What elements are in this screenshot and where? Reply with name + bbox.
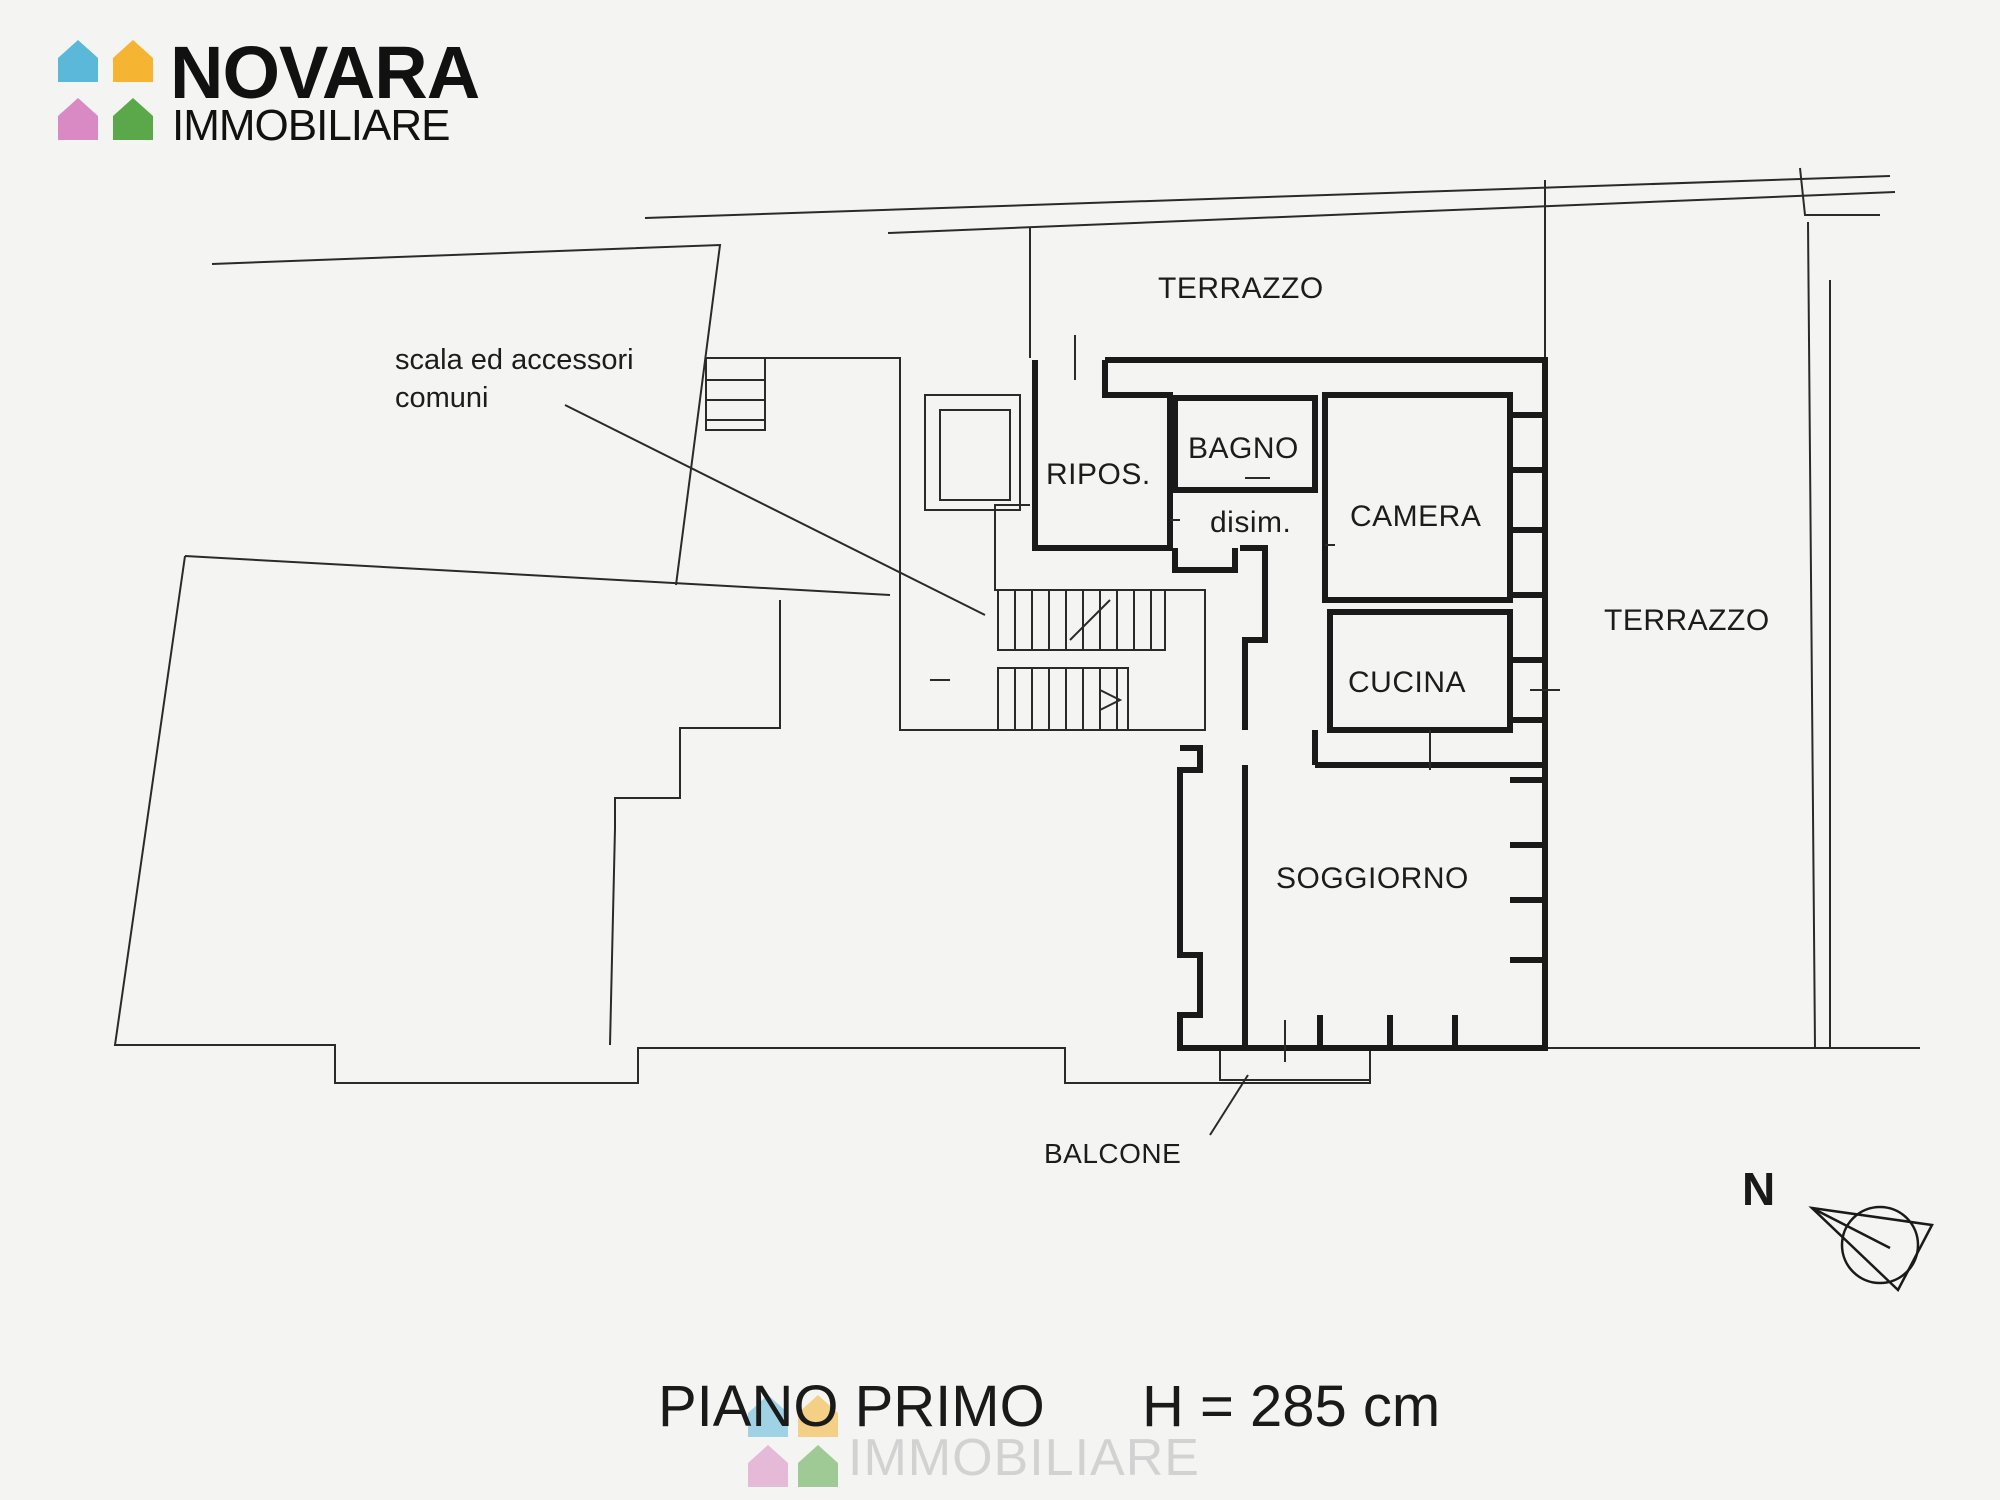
common-note-line1: scala ed accessori <box>395 344 634 376</box>
cucina-wall <box>1327 609 1513 733</box>
room-label-camera: CAMERA <box>1350 500 1482 533</box>
camera-wall <box>1322 392 1513 603</box>
common-stair-outline <box>706 357 1206 731</box>
common-note-leader <box>564 404 986 616</box>
balcone-leader <box>1209 1074 1249 1136</box>
room-label-soggiorno: SOGGIORNO <box>1276 862 1469 895</box>
neighbour-block-left <box>113 243 1371 1084</box>
watermark-house-green-icon <box>798 1445 838 1487</box>
logo-house-yellow-icon <box>113 40 153 82</box>
ripostiglio-wall <box>1032 360 1173 551</box>
outer-boundary-top-2 <box>887 191 1896 234</box>
watermark-logo-mark <box>748 1395 838 1487</box>
watermark-text: IMMOBILIARE <box>848 1429 1200 1487</box>
watermark-house-yellow-icon <box>798 1395 838 1437</box>
room-label-disimpegno: disim. <box>1210 506 1292 539</box>
windows-right <box>1510 412 1545 963</box>
room-label-ripostiglio: RIPOS. <box>1046 458 1151 491</box>
balcone-outline <box>1219 1048 1371 1081</box>
stair-treads-lower <box>997 667 1129 731</box>
door-ticks <box>930 335 1560 1062</box>
north-label: N <box>1742 1163 1776 1215</box>
outer-boundary-top <box>644 175 1891 219</box>
apartment-outer-wall <box>1105 357 1548 1051</box>
watermark-house-pink-icon <box>748 1445 788 1487</box>
room-label-bagno: BAGNO <box>1188 432 1299 465</box>
logo-house-pink-icon <box>58 98 98 140</box>
common-note-line2: comuni <box>395 382 489 414</box>
room-label-balcone: BALCONE <box>1044 1138 1182 1169</box>
stair-treads-upper <box>997 589 1166 651</box>
stair-arrow <box>1069 599 1123 711</box>
stair-left <box>705 358 766 431</box>
brand-logo-mark <box>58 40 153 140</box>
windows-bottom <box>1317 1015 1458 1048</box>
room-label-cucina: CUCINA <box>1348 666 1467 699</box>
north-arrow-icon <box>1808 1205 1934 1293</box>
room-label-terrazzo-top: TERRAZZO <box>1158 272 1324 305</box>
corridor-wall <box>1172 545 1268 730</box>
brand-name-line1: NOVARA <box>170 31 480 114</box>
room-label-terrazzo-right: TERRAZZO <box>1604 604 1770 637</box>
logo-house-green-icon <box>113 98 153 140</box>
brand-name-line2: IMMOBILIARE <box>172 101 450 150</box>
neighbour-steps <box>609 600 781 1046</box>
common-landing <box>924 394 1021 511</box>
plan-title: PIANO PRIMO <box>658 1374 1045 1439</box>
watermark-house-blue-icon <box>748 1395 788 1437</box>
plan-height-label: H = 285 cm <box>1142 1374 1441 1439</box>
logo-house-blue-icon <box>58 40 98 82</box>
bagno-wall <box>1172 395 1318 493</box>
terrace-right-boundary <box>1544 167 1920 1049</box>
